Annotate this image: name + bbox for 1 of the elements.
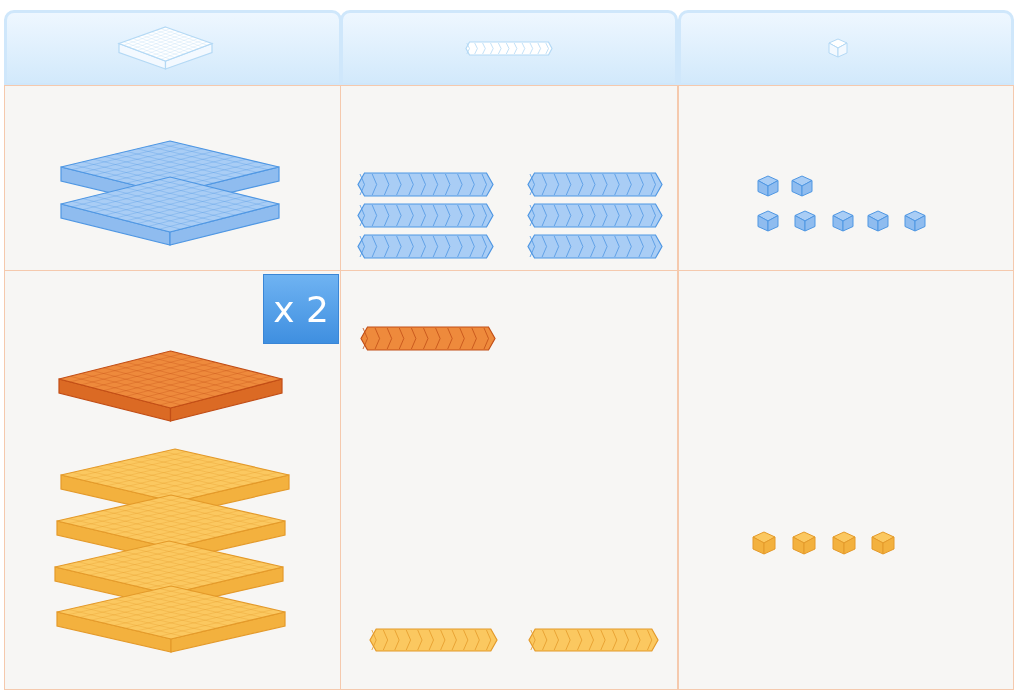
multiplier-label: x 2 (263, 274, 339, 344)
